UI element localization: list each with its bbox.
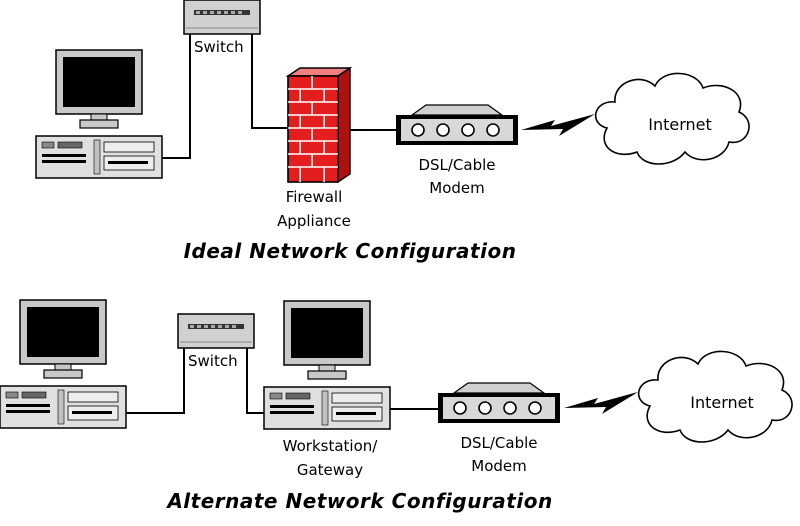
modem-icon [437, 382, 561, 424]
firewall-label-line2: Appliance [277, 212, 351, 230]
wire-switch-firewall-top [251, 32, 288, 129]
caption-ideal: Ideal Network Configuration [184, 239, 517, 263]
internet-label: Internet [690, 393, 754, 412]
firewall-label-line1: Firewall [286, 188, 343, 206]
switch-icon [177, 313, 255, 349]
lightning-icon [564, 392, 638, 414]
internet-label: Internet [648, 115, 712, 134]
modem-label-line1: DSL/Cable [460, 434, 537, 452]
modem-label-line2: Modem [429, 179, 484, 197]
modem-label-line2: Modem [471, 457, 526, 475]
computer-icon [0, 299, 127, 429]
gateway-computer-icon [263, 300, 391, 430]
modem-icon [395, 104, 519, 146]
switch-label: Switch [194, 38, 244, 56]
switch-icon [183, 0, 261, 35]
modem-label-line1: DSL/Cable [418, 156, 495, 174]
gateway-label-line2: Gateway [297, 461, 363, 479]
computer-icon [35, 49, 163, 179]
lightning-icon [521, 114, 595, 136]
wire-switch-gateway-bottom [246, 344, 264, 414]
wire-computer-switch-bottom [126, 344, 185, 414]
caption-alternate: Alternate Network Configuration [165, 489, 552, 513]
gateway-label-line1: Workstation/ [283, 437, 379, 455]
firewall-icon [285, 66, 353, 184]
switch-label: Switch [188, 352, 238, 370]
wire-computer-switch-top [162, 32, 191, 159]
